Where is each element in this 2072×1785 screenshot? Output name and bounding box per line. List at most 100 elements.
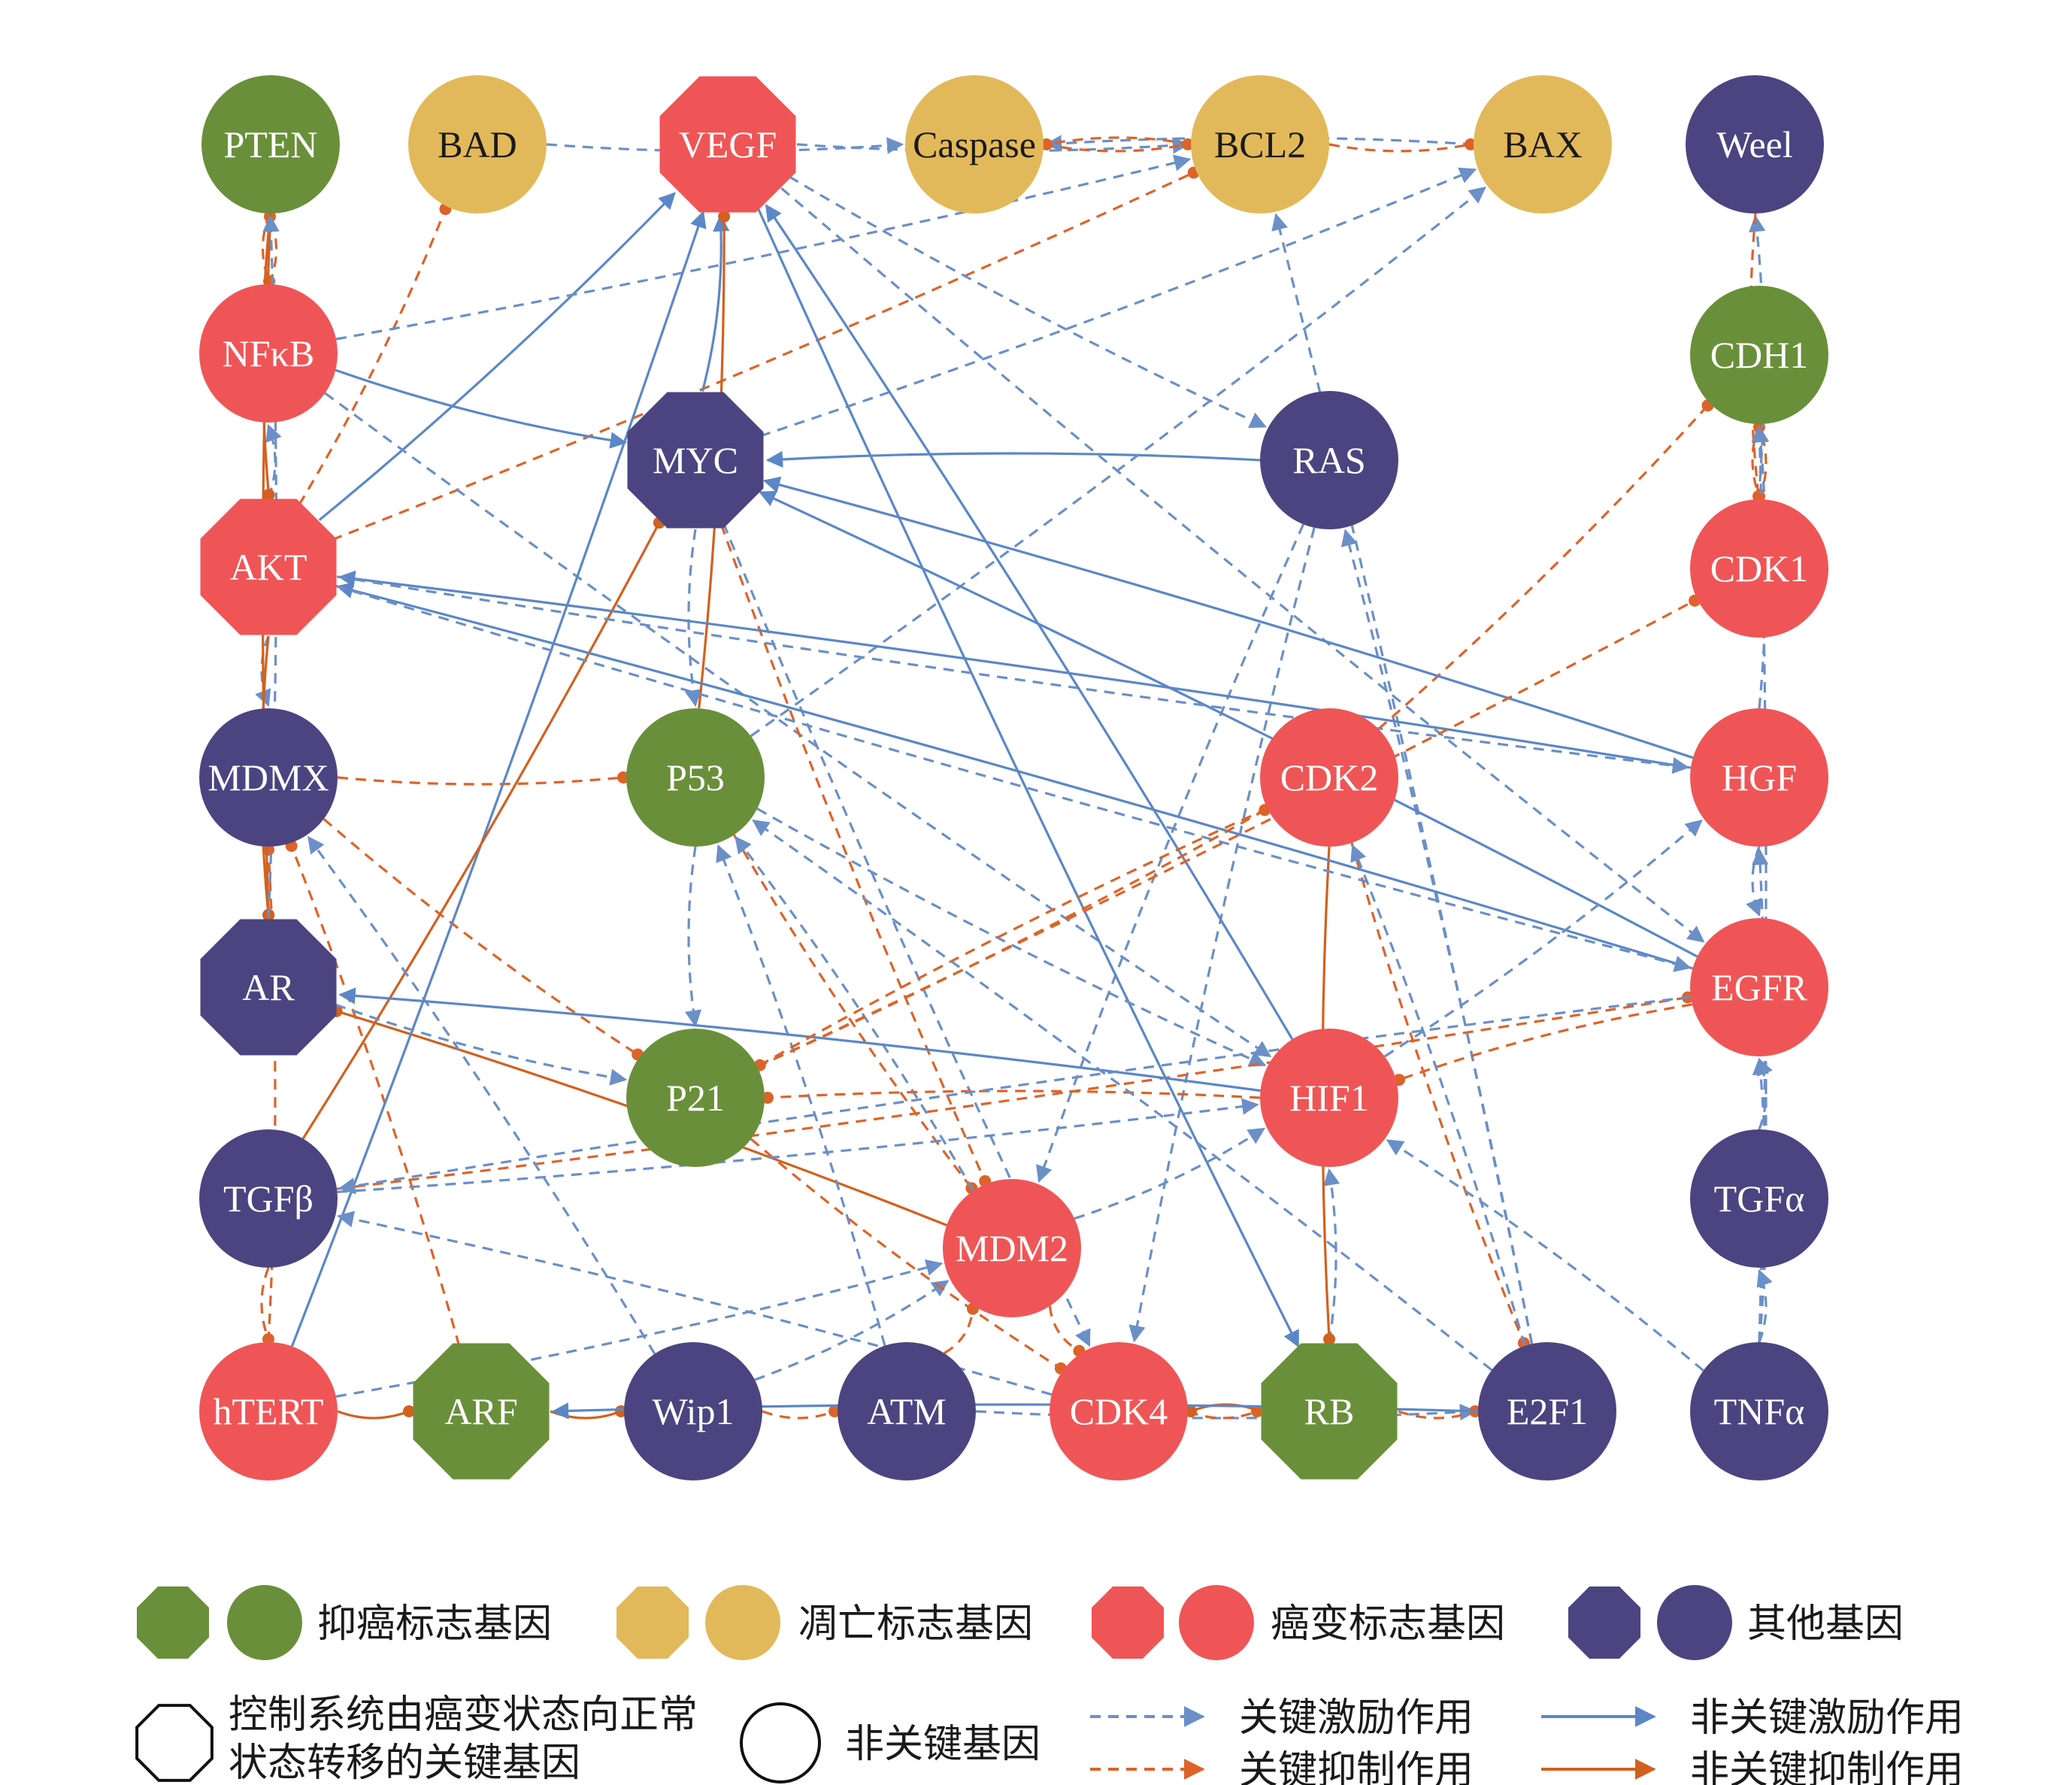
edge-bcl2-to-bax	[1328, 138, 1477, 153]
legend-nonkey-gene: 非关键基因	[740, 1702, 1041, 1783]
legend-nonkey-activation: 非关键激励作用	[1541, 1696, 1964, 1741]
node-htert: hTERT	[199, 1342, 338, 1480]
edge-hif1-to-ar	[338, 987, 1261, 1093]
legend-label-nonkey-inhibition: 非关键抑制作用	[1690, 1748, 1964, 1785]
edge-rb-to-hif1	[1323, 1168, 1340, 1343]
edge-e2f1-to-ras	[1340, 529, 1533, 1344]
node-cdk2: CDK2	[1260, 708, 1398, 847]
node-bad: BAD	[408, 75, 547, 214]
edge-mdm2-to-p53	[735, 835, 975, 1192]
node-octagon-rb	[1261, 1343, 1398, 1480]
node-ras: RAS	[1260, 391, 1398, 529]
node-octagon-akt	[200, 499, 337, 635]
node-wip1: Wip1	[624, 1342, 762, 1480]
legend: 抑癌标志基因 凋亡标志基因 癌变标志基因 其他基因 控制系统由癌变状态向正常 状…	[135, 1585, 1964, 1785]
node-mdm2: MDM2	[943, 1179, 1081, 1317]
node-circle-p53	[626, 708, 765, 847]
edge-tnfa-to-tgfa	[1756, 1268, 1773, 1343]
edge-e2f1-to-bcl2	[1271, 213, 1534, 1344]
node-label-hgf: HGF	[1722, 756, 1797, 799]
edge-mdmx-to-p21	[323, 817, 644, 1061]
legend-circle-apoptosis	[705, 1585, 780, 1660]
legend-apoptosis: 凋亡标志基因	[616, 1585, 1033, 1660]
node-circle-bcl2	[1191, 75, 1329, 214]
legend-octagon-tumor-suppressor	[137, 1586, 209, 1659]
node-circle-htert	[199, 1342, 338, 1480]
legend-key-inhibition: 关键抑制作用	[1090, 1748, 1474, 1785]
node-label-hif1: HIF1	[1289, 1077, 1369, 1119]
edge-hgf-to-egfr	[1746, 846, 1762, 917]
node-circle-egfr	[1690, 918, 1828, 1056]
node-bax: BAX	[1474, 75, 1612, 214]
node-circle-nfkb	[199, 284, 338, 423]
edge-tgfb-to-egfr	[336, 991, 1694, 1190]
edge-bcl2-to-caspase	[1041, 136, 1192, 150]
node-label-p53: P53	[666, 756, 725, 799]
edge-nfkb-to-bcl2	[335, 154, 1192, 341]
node-nfkb: NFκB	[199, 284, 338, 423]
edge-arf-to-mdmx	[285, 840, 461, 1347]
edge-wip1-to-mdmx	[307, 835, 656, 1355]
legend-nonkey-inhibition: 非关键抑制作用	[1541, 1748, 1964, 1785]
legend-label-key-gene-line2: 状态转移的关键基因	[229, 1741, 580, 1785]
edge-myc-to-bax	[759, 167, 1477, 438]
node-circle-caspase	[905, 75, 1044, 214]
edge-ras-to-myc	[765, 450, 1261, 468]
edge-akt-to-vegf	[318, 192, 676, 521]
legend-label-oncogenic: 癌变标志基因	[1271, 1602, 1505, 1647]
edge-mdmx-to-p53	[337, 771, 629, 786]
node-e2f1: E2F1	[1478, 1342, 1616, 1480]
edge-e2f1-to-cdk2	[1350, 844, 1526, 1347]
node-circle-cdk4	[1050, 1342, 1188, 1480]
node-p21: P21	[626, 1029, 765, 1167]
edge-e2f1-to-p53	[752, 819, 1493, 1371]
node-label-bax: BAX	[1503, 123, 1583, 165]
legend-other: 其他基因	[1568, 1585, 1904, 1660]
edge-vegf-to-rb	[756, 206, 1300, 1348]
node-circle-cdk2	[1260, 708, 1398, 847]
legend-label-other: 其他基因	[1747, 1602, 1904, 1647]
node-weel: Weel	[1686, 75, 1824, 214]
edge-nfkb-to-hif1	[324, 392, 1272, 1058]
node-circle-hif1	[1260, 1029, 1398, 1167]
node-label-egfr: EGFR	[1711, 966, 1807, 1008]
edge-myc-to-vegf	[701, 214, 730, 392]
node-atm: ATM	[838, 1342, 976, 1480]
legend-octagon-other	[1568, 1586, 1640, 1659]
node-mdmx: MDMX	[199, 708, 338, 847]
node-label-mdmx: MDMX	[208, 756, 329, 799]
node-circle-mdmx	[199, 708, 338, 847]
edge-egfr-to-akt	[336, 582, 1693, 970]
edge-hgf-to-akt	[338, 570, 1692, 769]
edge-tgfa-to-egfr	[1756, 1057, 1773, 1130]
node-octagon-myc	[627, 392, 764, 529]
edge-atm-to-p53	[716, 844, 886, 1347]
node-p53: P53	[626, 708, 765, 847]
node-label-myc: MYC	[653, 439, 738, 481]
node-label-tgfb: TGFβ	[223, 1177, 314, 1220]
node-hgf: HGF	[1690, 708, 1828, 847]
node-label-bcl2: BCL2	[1214, 123, 1306, 165]
node-ar: AR	[200, 919, 337, 1056]
edge-ras-to-mdm2	[1036, 523, 1305, 1183]
edge-hif1-to-hgf	[1383, 819, 1703, 1058]
node-label-akt: AKT	[230, 546, 307, 588]
node-circle-pten	[201, 75, 340, 214]
edge-hif1-to-p21	[762, 1089, 1261, 1104]
edge-ar-to-p21	[335, 1003, 628, 1086]
node-egfr: EGFR	[1690, 918, 1828, 1056]
edge-myc-to-p53	[684, 529, 702, 708]
edge-htert-to-arf	[337, 1405, 415, 1420]
legend-octagon-key-gene	[135, 1704, 214, 1782]
edge-akt-to-bad	[298, 203, 452, 506]
edge-mdm2-to-hif1	[1074, 1127, 1266, 1220]
edge-hgf-to-myc	[762, 476, 1694, 759]
node-arf: ARF	[413, 1343, 550, 1480]
node-octagon-ar	[200, 919, 337, 1056]
edge-weel-to-cdk1	[1749, 213, 1765, 502]
legend-octagon-oncogenic	[1092, 1586, 1164, 1659]
node-label-cdh1: CDH1	[1710, 334, 1809, 376]
node-caspase: Caspase	[905, 75, 1044, 214]
edge-p53-to-p21	[684, 846, 702, 1028]
node-label-p21: P21	[666, 1077, 725, 1119]
